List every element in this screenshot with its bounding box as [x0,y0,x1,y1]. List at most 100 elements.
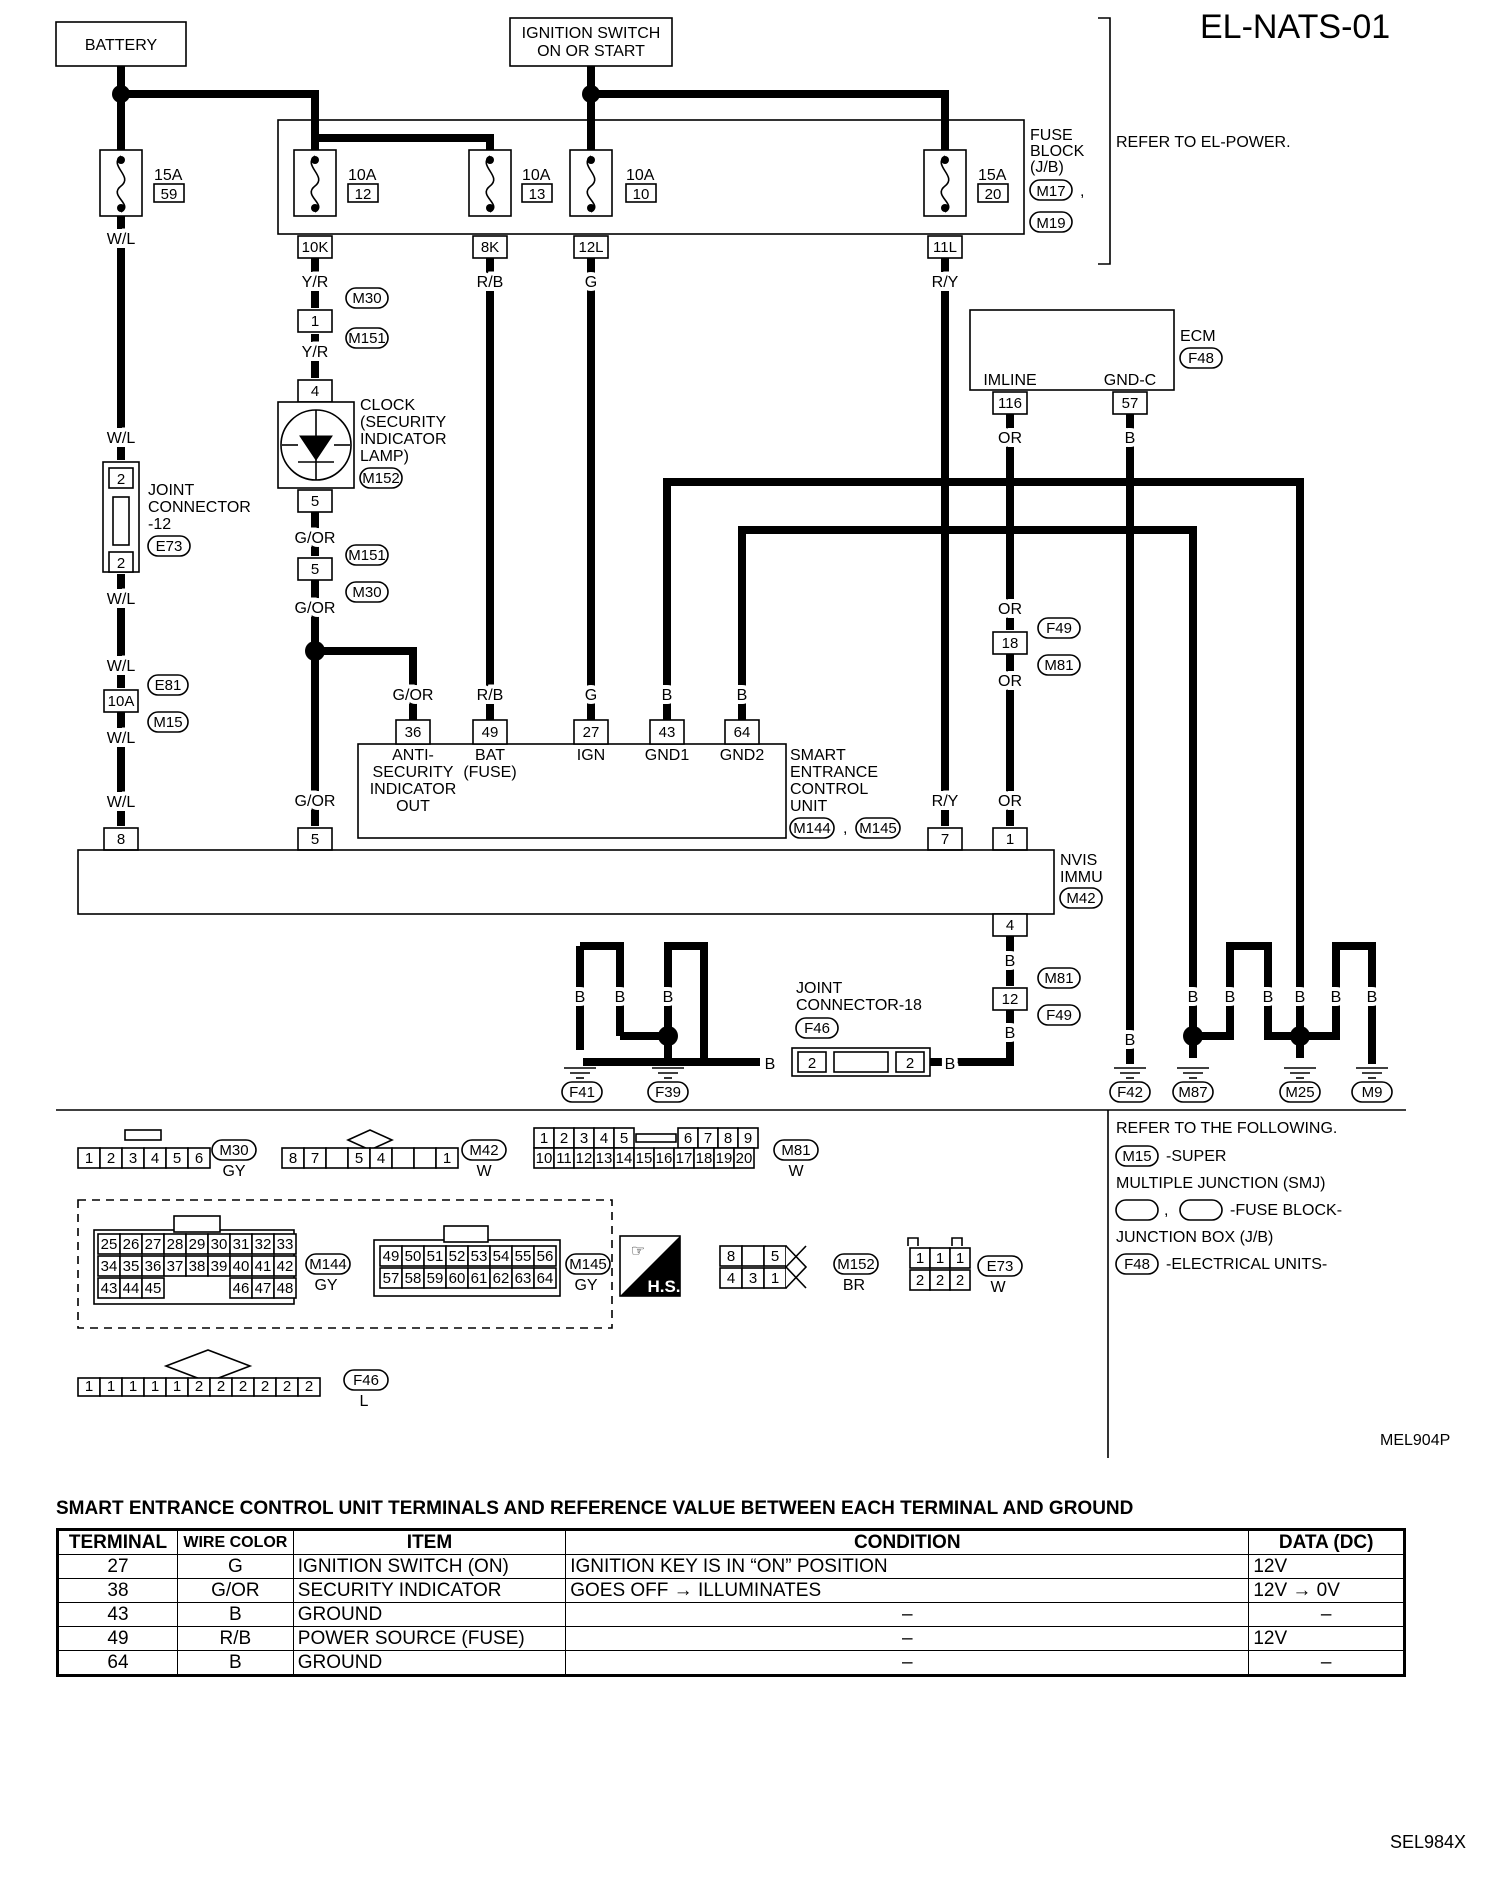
fuse-amp: 15A [978,167,1007,184]
m81-pin: 5 [620,1130,628,1147]
cell-terminal: 27 [57,1554,178,1579]
m81-pin: 16 [656,1150,673,1167]
m42-pin: 1 [443,1150,451,1167]
refer-sep: , [1164,1202,1168,1219]
e73-pin: 1 [916,1250,924,1267]
cell-condition: – [565,1626,1250,1651]
fuse-59: 15A 59 [99,149,185,217]
fuse-num: 20 [985,186,1002,203]
nvis-label-2: IMMU [1060,869,1103,886]
e73-cell [949,1269,971,1291]
or-label-3: OR [998,673,1022,690]
seu-t43: GND1 [645,747,690,764]
seu-t49-1: BAT [475,747,505,764]
clock-label-1: CLOCK [360,397,415,414]
b-label-m25-a: B [1263,989,1274,1006]
b-label-bg: B [737,687,748,704]
refer-title: REFER TO THE FOLLOWING. [1116,1120,1337,1137]
fuse-num: 13 [529,186,546,203]
seu-pin-27: 27 [583,724,600,741]
m42-label: M42 [469,1142,498,1159]
e73-pin: 1 [956,1250,964,1267]
f46-pin: 1 [85,1378,93,1395]
ecm-unit [969,309,1175,391]
or-label-bg: OR [998,430,1022,447]
ry-label-bg: R/Y [932,274,959,291]
fuse-13: 10A 13 [468,149,553,217]
g-label-bg: G [585,687,597,704]
cell-data: – [1248,1602,1405,1627]
m144-pin: 48 [277,1280,294,1297]
seu-label-1: SMART [790,747,846,764]
fuse-block-label-2: BLOCK [1030,143,1085,160]
m42-cell [391,1147,415,1169]
clock-pin-5: 5 [311,493,319,510]
cell-wire-color: B [176,1650,294,1676]
wl-label-3: W/L [107,591,136,608]
ignition-label-1: IGNITION SWITCH [522,25,661,42]
m81-label: M81 [781,1142,810,1159]
m81-pin: 4 [600,1130,608,1147]
b-label-bg: B [1125,430,1136,447]
footer-code: SEL984X [1390,1832,1467,1852]
gor-label-bg: G/OR [295,600,336,617]
g-label-seu: G [585,687,597,704]
yr-label-bg: Y/R [302,344,329,361]
ground-m25: M25 [1285,1084,1314,1101]
m145-lock [443,1225,489,1243]
refer-section: REFER TO THE FOLLOWING. M15 -SUPER MULTI… [1115,1120,1342,1275]
refer-f48: F48 [1124,1256,1150,1273]
cell-data: 12V → 0V [1248,1578,1405,1603]
b-label-jc18-r: B [945,1056,956,1073]
b-label-bg: B [945,1056,956,1073]
seu-t36-4: OUT [396,798,430,815]
jc12-pin-bottom: 2 [117,555,125,572]
b-label-bg: B [1367,989,1378,1006]
m81-pin: 6 [684,1130,692,1147]
refer-smj: MULTIPLE JUNCTION (SMJ) [1116,1175,1325,1192]
m144-pin: 30 [211,1236,228,1253]
nvis-pin-5: 5 [311,831,319,848]
b-label-m87-a: B [1188,989,1199,1006]
power-wires [112,66,949,150]
fuse-amp: 10A [348,167,377,184]
f46-pin: 2 [261,1378,269,1395]
cell-item: GROUND [292,1602,567,1627]
b-label-m87-b: B [1225,989,1236,1006]
m145-pin: 59 [427,1270,444,1287]
fuse-10: 10A 10 [569,149,657,217]
m145-pin: 51 [427,1248,444,1265]
m144-pin: 25 [101,1236,118,1253]
conn-m81-b: M81 [1044,970,1073,987]
m144-pin: 35 [123,1258,140,1275]
e73-lock [907,1237,963,1246]
terminal-table: TERMINAL WIRE COLOR ITEM CONDITION DATA … [56,1528,1406,1677]
fuse-amp: 10A [522,167,551,184]
jc18-pin-left: 2 [808,1055,816,1072]
m145-pin: 61 [471,1270,488,1287]
m144-tag [305,1253,351,1275]
gor-label-1: G/OR [295,530,336,547]
header-terminal: TERMINAL [57,1529,178,1555]
ground-f39: F39 [655,1084,681,1101]
e73-color: W [990,1279,1006,1296]
ry-label-1: R/Y [932,274,959,291]
nvis-conn: M42 [1066,890,1095,907]
e73-pin: 2 [916,1272,924,1289]
m144-pin: 26 [123,1236,140,1253]
pin-18: 18 [1002,635,1019,652]
cell-condition: – [565,1602,1250,1627]
m81-pin: 15 [636,1150,653,1167]
m152-pin: 5 [771,1248,779,1265]
table-header-row: TERMINAL WIRE COLOR ITEM CONDITION DATA … [57,1529,1405,1555]
m144-pin: 47 [255,1280,272,1297]
cell-data: 12V [1248,1626,1405,1651]
e73-label: E73 [987,1258,1014,1275]
cell-item: POWER SOURCE (FUSE) [292,1626,567,1651]
conn-m30-b: M30 [352,584,381,601]
f46-color: L [360,1393,369,1410]
fuse-block-label-1: FUSE [1030,127,1073,144]
yr-label-bg: Y/R [302,274,329,291]
cell-item: SECURITY INDICATOR [292,1578,567,1603]
cell-terminal: 64 [57,1650,178,1676]
